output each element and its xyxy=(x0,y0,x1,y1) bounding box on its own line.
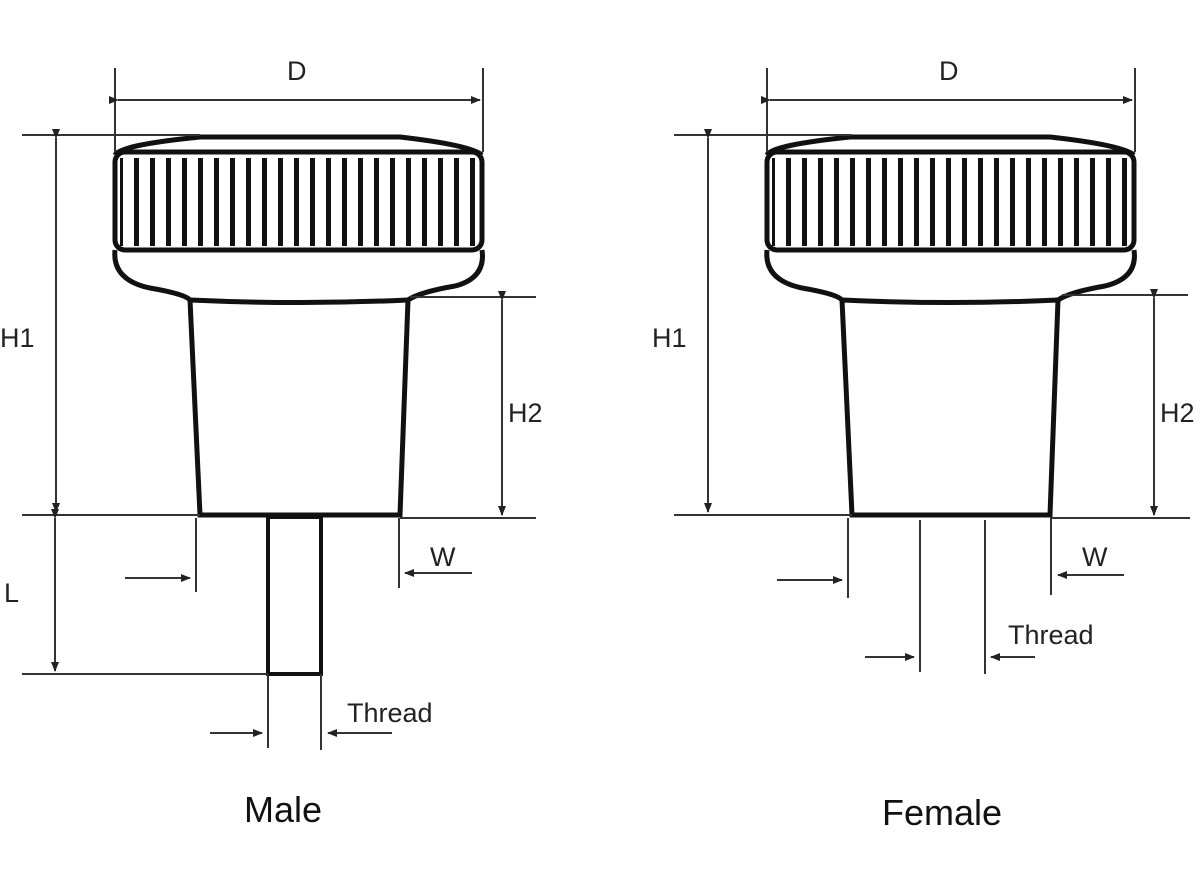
male-h2-label: H2 xyxy=(508,398,543,428)
male-h1-label: H1 xyxy=(0,323,35,353)
male-dimensions xyxy=(22,68,536,750)
female-w-label: W xyxy=(1082,542,1108,572)
female-caption: Female xyxy=(882,792,1003,833)
male-thread-label: Thread xyxy=(347,698,433,728)
male-knob xyxy=(112,134,485,676)
female-knob xyxy=(764,134,1137,518)
male-d-label: D xyxy=(287,56,307,86)
female-thread-label: Thread xyxy=(1008,620,1094,650)
female-d-label: D xyxy=(939,56,959,86)
female-dimensions xyxy=(674,68,1190,674)
male-caption: Male xyxy=(244,789,323,830)
male-w-label: W xyxy=(430,542,456,572)
male-l-label: L xyxy=(4,578,20,608)
female-h1-label: H1 xyxy=(652,323,687,353)
female-h2-label: H2 xyxy=(1160,398,1195,428)
